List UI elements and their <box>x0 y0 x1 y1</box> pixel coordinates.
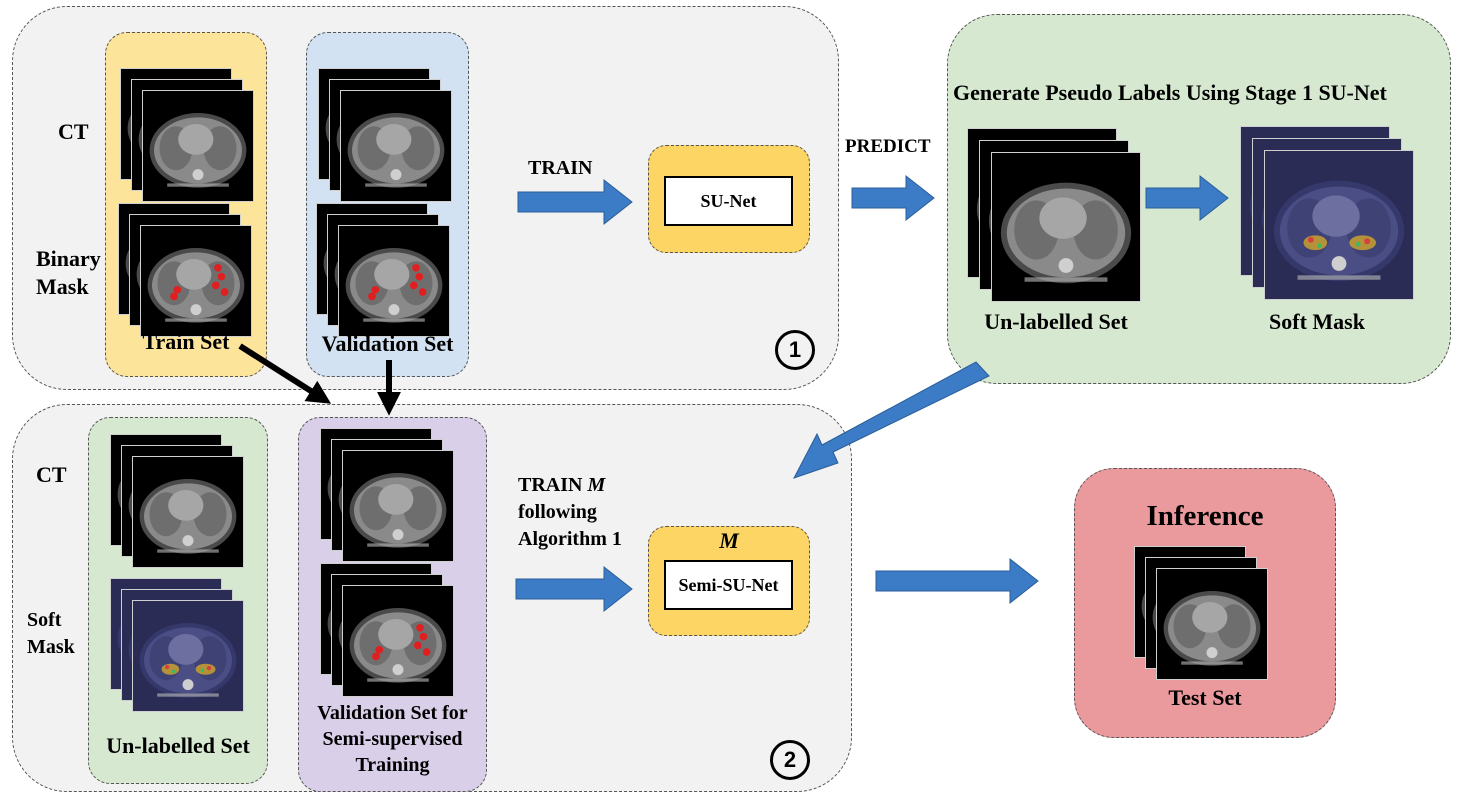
stage2-ct-label: CT <box>36 462 67 487</box>
ct-slice-image <box>1156 568 1268 680</box>
stage2-number-badge: 2 <box>770 740 810 780</box>
train-m-arrow <box>515 565 633 613</box>
semi-su-net-label: Semi-SU-Net <box>678 574 779 595</box>
train-arrow <box>517 178 633 226</box>
ct-slice-image <box>991 152 1141 302</box>
ct-slice-image <box>340 90 452 202</box>
pseudo-unlabelled-set-label: Un-labelled Set <box>984 309 1128 334</box>
soft-mask-arrow <box>1145 174 1229 222</box>
stage1-ct-label: CT <box>58 119 89 144</box>
train-m-symbol: M <box>587 474 606 496</box>
test-set-label: Test Set <box>1168 685 1242 710</box>
inference-title: Inference <box>1146 500 1264 532</box>
train-set-merge-arrow <box>238 343 332 404</box>
su-net-label: SU-Net <box>700 190 757 211</box>
stage2-unlabelled-set-label: Un-labelled Set <box>106 733 250 758</box>
train-m-following: following <box>518 501 597 523</box>
model-symbol: M <box>719 528 739 553</box>
predict-arrow-label: PREDICT <box>845 136 931 157</box>
ct-slice-image <box>140 225 252 337</box>
stage1-number-badge: 1 <box>775 330 815 370</box>
pseudo-to-stage2-arrow <box>792 361 990 479</box>
stage1-number: 1 <box>788 337 802 362</box>
ct-slice-image <box>338 225 450 337</box>
train-m-word: TRAIN <box>518 474 583 496</box>
predict-arrow <box>851 174 935 222</box>
train-m-label: TRAIN M following Algorithm 1 <box>518 472 622 553</box>
semi-su-net-box: Semi-SU-Net <box>664 560 793 610</box>
pseudo-soft-mask-label: Soft Mask <box>1269 309 1365 334</box>
ct-slice-image <box>142 90 254 202</box>
su-net-box: SU-Net <box>664 176 793 226</box>
ct-slice-image <box>342 585 454 697</box>
stage2-number: 2 <box>783 747 797 772</box>
ct-slice-image <box>132 600 244 712</box>
ct-slice-image <box>342 450 454 562</box>
pseudo-title: Generate Pseudo Labels Using Stage 1 SU-… <box>953 80 1387 105</box>
ct-slice-image <box>1264 150 1414 300</box>
ct-slice-image <box>132 456 244 568</box>
stage2-soft-mask-label: Soft Mask <box>27 609 75 658</box>
train-m-algorithm: Algorithm 1 <box>518 528 622 550</box>
validation-set-label: Validation Set <box>321 331 454 356</box>
stage1-binary-mask-label: Binary Mask <box>36 246 101 299</box>
semi-validation-set-label: Validation Set for Semi-supervised Train… <box>317 702 468 776</box>
train-set-label: Train Set <box>142 329 230 354</box>
train-arrow-label: TRAIN <box>528 157 593 179</box>
inference-arrow <box>875 557 1039 605</box>
